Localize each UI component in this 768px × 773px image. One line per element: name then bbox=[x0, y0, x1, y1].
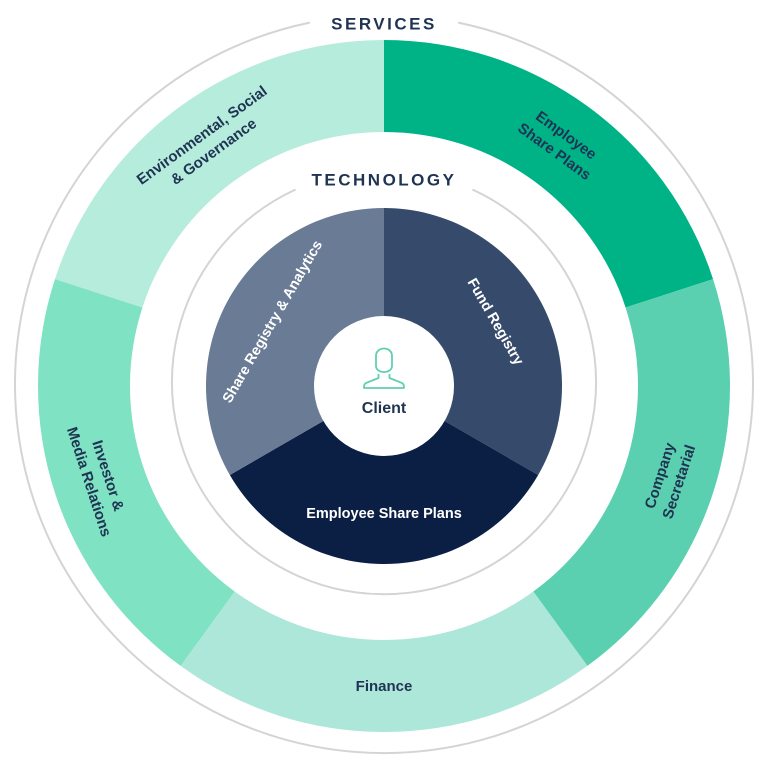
service-segment-company-secretarial bbox=[533, 279, 730, 666]
client-label: Client bbox=[362, 400, 407, 417]
person-outline-icon bbox=[363, 347, 405, 389]
outer-ring-line-left bbox=[14, 21, 754, 755]
technology-title: TECHNOLOGY bbox=[312, 170, 457, 189]
service-segment-employee-share-plans bbox=[384, 40, 714, 308]
tech-label-employee-share-plans-tech: Employee Share Plans bbox=[306, 506, 462, 522]
services-title: SERVICES bbox=[331, 14, 437, 33]
service-segment-esg bbox=[54, 40, 384, 308]
inner-ring-line bbox=[171, 188, 597, 596]
service-segment-finance bbox=[180, 591, 588, 732]
service-segment-investor-media bbox=[37, 279, 235, 666]
service-label-finance: Finance bbox=[356, 678, 413, 695]
client-center-circle bbox=[314, 316, 454, 456]
